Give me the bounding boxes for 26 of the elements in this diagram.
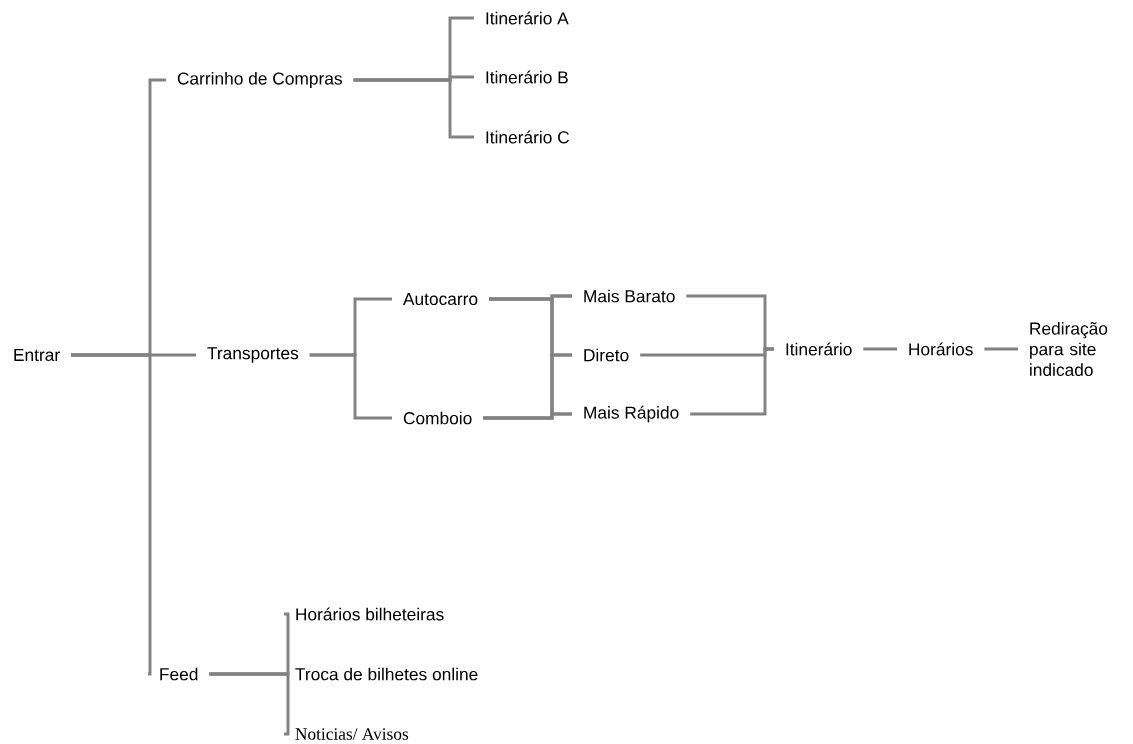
node-label: Mais Barato bbox=[584, 289, 675, 303]
connector-line bbox=[483, 412, 572, 420]
node-label: Itinerário A bbox=[486, 11, 569, 25]
node-label: Horários bilheteiras bbox=[296, 607, 444, 621]
connector-line bbox=[984, 347, 1018, 351]
node-label: Rediração para site indicado bbox=[1030, 321, 1108, 377]
connector-line bbox=[863, 347, 897, 351]
connector-line bbox=[71, 353, 152, 676]
node-label: Troca de bilhetes online bbox=[295, 667, 478, 681]
node-label: Mais Rápido bbox=[584, 405, 679, 423]
node-label: Direto bbox=[584, 348, 629, 362]
node-label: Entrar bbox=[14, 348, 60, 362]
connector-line bbox=[353, 78, 474, 139]
node-label: Itinerário bbox=[786, 342, 852, 356]
node-label: Autocarro bbox=[403, 292, 478, 306]
node-label: Noticias/ Avisos bbox=[295, 728, 409, 740]
node-label: Comboio bbox=[403, 411, 472, 425]
node-label: Itinerário B bbox=[486, 70, 568, 84]
node-label: Transportes bbox=[207, 347, 299, 363]
node-label: Feed bbox=[160, 667, 198, 681]
node-label: Horários bbox=[909, 342, 973, 356]
connector-line bbox=[309, 353, 392, 420]
connector-line bbox=[690, 347, 774, 416]
node-label: Carrinho de Compras bbox=[177, 71, 342, 89]
node-label: Itinerário C bbox=[486, 130, 569, 144]
connector-line bbox=[209, 672, 290, 736]
